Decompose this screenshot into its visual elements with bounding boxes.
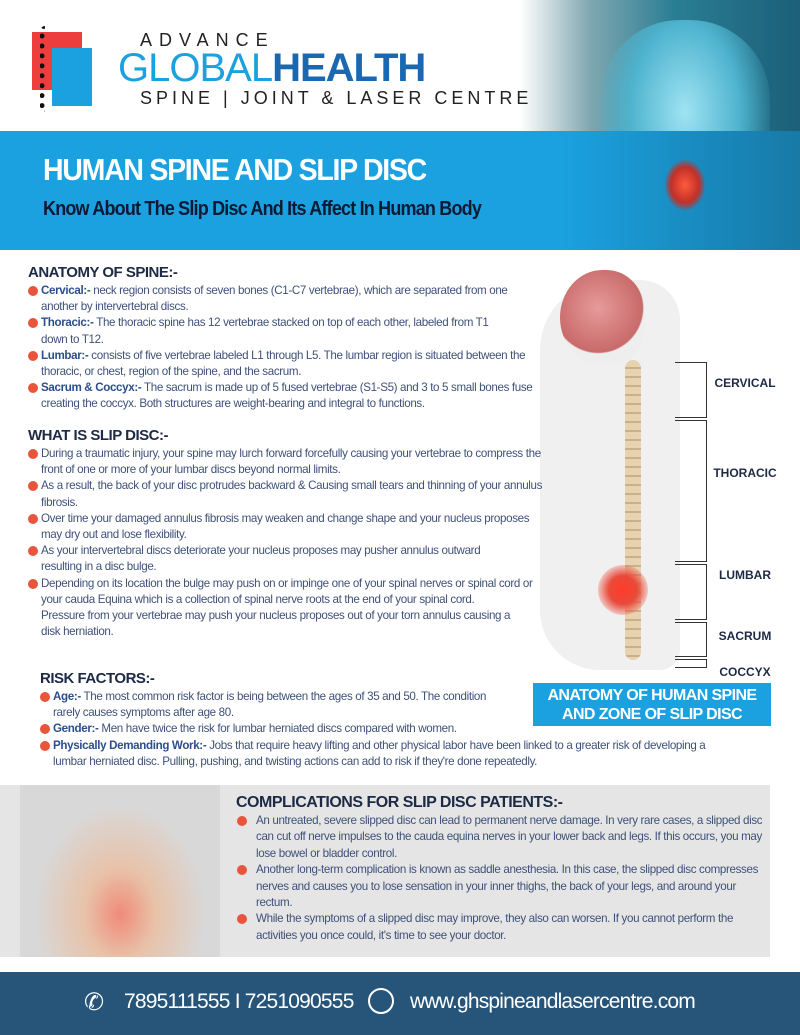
- slip-disc-list: During a traumatic injury, your spine ma…: [28, 446, 553, 640]
- label-thoracic: THORACIC: [713, 466, 777, 480]
- hero-pain-highlight: [665, 160, 705, 210]
- label-sacrum: SACRUM: [718, 629, 772, 643]
- thoracic-bracket: [675, 420, 707, 562]
- anatomy-heading: ANATOMY OF SPINE:-: [28, 264, 178, 281]
- list-item: Another long-term complication is known …: [237, 862, 767, 911]
- list-item: As your intervertebral discs deteriorate…: [28, 543, 508, 575]
- label-cervical: CERVICAL: [714, 376, 776, 390]
- logo-tagline: SPINE | JOINT & LASER CENTRE: [140, 88, 533, 108]
- list-item: Age:- The most common risk factor is bei…: [40, 689, 500, 721]
- logo-wordmark: GLOBALHEALTH: [118, 46, 426, 91]
- footer-website[interactable]: www.ghspineandlasercentre.com: [410, 990, 696, 1013]
- logo-spine-icon: [40, 26, 50, 112]
- slip-disc-highlight: [598, 565, 648, 615]
- sacrum-bracket: [675, 622, 707, 657]
- back-pain-photo: [20, 785, 220, 957]
- figure-caption: ANATOMY OF HUMAN SPINE AND ZONE OF SLIP …: [533, 683, 771, 726]
- list-item: Lumbar:- consists of five vertebrae labe…: [28, 348, 528, 380]
- lumbar-bracket: [675, 564, 707, 620]
- list-item: While the symptoms of a slipped disc may…: [237, 911, 747, 944]
- list-item: Sacrum & Coccyx:- The sacrum is made up …: [28, 380, 563, 412]
- list-item: Physically Demanding Work:- Jobs that re…: [40, 738, 740, 770]
- list-item: Over time your damaged annulus fibrosis …: [28, 511, 548, 543]
- logo-health: HEALTH: [272, 46, 426, 90]
- globe-icon: [368, 988, 394, 1014]
- anatomy-list: Cervical:- neck region consists of seven…: [28, 283, 558, 413]
- list-item-continuation: Pressure from your vertebrae may push yo…: [41, 609, 511, 639]
- list-item: Thoracic:- The thoracic spine has 12 ver…: [28, 315, 508, 347]
- list-item: Gender:- Men have twice the risk for lum…: [40, 721, 740, 737]
- risk-list: Age:- The most common risk factor is bei…: [40, 689, 740, 770]
- label-lumbar: LUMBAR: [719, 568, 771, 582]
- logo-global: GLOBAL: [118, 46, 273, 90]
- brain-illustration: [560, 270, 645, 365]
- list-item: An untreated, severe slipped disc can le…: [237, 813, 767, 862]
- logo-advance: ADVANCE: [140, 30, 275, 50]
- footer-phone[interactable]: 7895111555 I 7251090555: [124, 990, 354, 1013]
- list-item: Cervical:- neck region consists of seven…: [28, 283, 518, 315]
- phone-icon: ✆: [84, 989, 104, 1016]
- logo-mark-blue: [52, 48, 92, 106]
- label-coccyx: COCCYX: [719, 665, 771, 679]
- list-item: During a traumatic injury, your spine ma…: [28, 446, 553, 478]
- list-item: Depending on its location the bulge may …: [28, 576, 538, 608]
- spine-illustration: [625, 360, 641, 660]
- list-item: As a result, the back of your disc protr…: [28, 478, 543, 510]
- complications-list: An untreated, severe slipped disc can le…: [237, 813, 767, 944]
- risk-heading: RISK FACTORS:-: [40, 670, 155, 687]
- page-title: HUMAN SPINE AND SLIP DISC: [43, 152, 427, 187]
- coccyx-bracket: [675, 659, 707, 668]
- page-subtitle: Know About The Slip Disc And Its Affect …: [43, 198, 482, 220]
- complications-heading: COMPLICATIONS FOR SLIP DISC PATIENTS:-: [236, 794, 563, 811]
- cervical-bracket: [675, 362, 707, 418]
- footer: ✆ 7895111555 I 7251090555 www.ghspineand…: [0, 972, 800, 1035]
- slip-disc-heading: WHAT IS SLIP DISC:-: [28, 427, 168, 444]
